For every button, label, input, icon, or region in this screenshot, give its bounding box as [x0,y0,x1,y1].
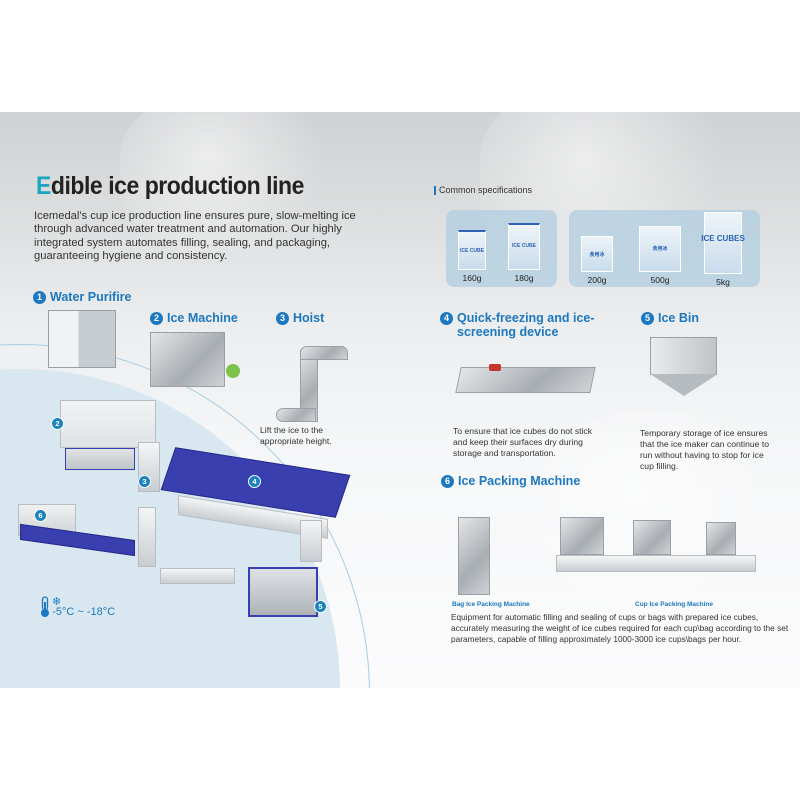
ice-packing-description: Equipment for automatic filling and seal… [451,612,789,644]
diagram-elevator [138,507,156,567]
diagram-badge-ice-machine: 2 [51,417,64,430]
brochure-page: Edible ice production line Icemedal's cu… [0,112,800,688]
ice-background-decoration [540,412,780,612]
cup-packing-label: Cup Ice Packing Machine [635,601,714,608]
diagram-badge-packing: 6 [34,509,47,522]
diagram-transfer-conveyor [160,568,235,584]
ice-bag-image: 食用冰 [581,236,613,272]
cup-packing-unit-1 [560,517,604,555]
step-number-badge: 1 [33,290,46,304]
spec-label: 500g [650,275,670,285]
ice-bin-hopper [650,374,718,396]
diagram-badge-quick-freezing: 4 [248,475,261,488]
step-number-badge: 5 [641,311,654,325]
hoist-top [300,346,348,360]
ice-cup-image: ICE CUBE [458,230,486,270]
water-purifier-image [48,310,116,368]
bag-packing-machine-image [458,517,490,595]
cup-packing-unit-3 [706,522,736,555]
quick-freezing-description: To ensure that ice cubes do not stick an… [453,426,593,458]
spec-label: 200g [587,275,607,285]
ice-bag-image: 食用冰 [639,226,681,272]
intro-paragraph: Icemedal's cup ice production line ensur… [34,210,356,262]
diagram-ice-machine-base [65,448,135,470]
lime-decoration [226,364,240,378]
step-number-badge: 2 [150,311,163,325]
step-number-badge: 3 [276,311,289,325]
diagram-badge-hoist: 3 [138,475,151,488]
spec-label: 5kg [716,277,730,287]
title-text: dible ice production line [50,172,304,200]
ice-bin-description: Temporary storage of ice ensures that th… [640,428,769,471]
specifications-heading-text: Common specifications [439,185,533,195]
ice-cup-image: ICE CUBE [508,223,540,270]
spec-item-200g: 食用冰 200g [581,228,613,285]
spec-item-160g: ICE CUBE 160g [458,223,486,283]
spec-item-500g: 食用冰 500g [639,220,681,285]
cup-packing-unit-2 [633,520,671,555]
snowflake-icon: ❄ [52,596,62,608]
diagram-ice-bin [248,567,318,617]
heading-bar-icon [434,185,436,195]
thermometer-icon [41,596,49,617]
temperature-indicator: ❄ -5°C ~ -18°C [38,595,115,618]
cup-packing-conveyor [556,555,756,572]
spec-item-180g: ICE CUBE 180g [508,220,540,283]
quick-freezing-device-image [455,367,596,393]
title-accent-letter: E [36,172,51,200]
diagram-badge-ice-bin: 5 [314,600,327,613]
step-number-badge: 6 [441,474,454,488]
step-number-badge: 4 [440,311,453,325]
bag-packing-label: Bag Ice Packing Machine [452,601,530,608]
vibration-motor [489,364,501,371]
specifications-heading: Common specifications [434,185,532,195]
diagram-bin-hoist [300,520,322,562]
ice-bag-image: ICE CUBES [701,212,745,274]
ice-bin-image [650,337,717,375]
bag-spec-card: 食用冰 200g 食用冰 500g ICE CUBES 5kg [569,210,760,287]
hoist-bottom [276,408,316,422]
diagram-ice-machine [60,400,156,448]
page-title: Edible ice production line [36,172,304,201]
ice-machine-image [150,332,225,387]
ice-background-decoration [120,112,340,252]
hoist-description: Lift the ice to the appropriate height. [260,425,332,446]
spec-item-5kg: ICE CUBES 5kg [701,212,745,287]
spec-label: 180g [514,273,534,283]
spec-label: 160g [462,273,482,283]
cup-spec-card: ICE CUBE 160g ICE CUBE 180g [446,210,557,287]
temperature-range-text: -5°C ~ -18°C [52,606,116,618]
